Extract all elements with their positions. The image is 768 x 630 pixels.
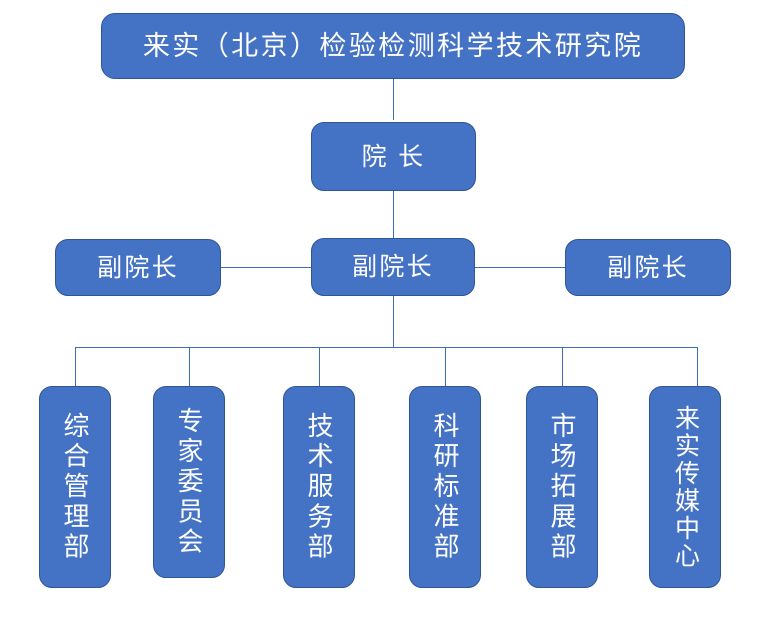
- connector-department-bus: [75, 347, 698, 348]
- connector-bus-to-dept-4: [445, 347, 446, 387]
- node-department-general-management[interactable]: 综合管理部: [39, 386, 111, 588]
- connector-bus-to-dept-6: [697, 347, 698, 387]
- node-department-research-standard[interactable]: 科研标准部: [409, 386, 481, 588]
- connector-vice-to-bus: [393, 296, 394, 347]
- node-vice-president-right[interactable]: 副院长: [565, 239, 731, 296]
- node-root-institute[interactable]: 来实（北京）检验检测科学技术研究院: [101, 13, 685, 79]
- connector-bus-to-dept-5: [562, 347, 563, 387]
- connector-president-to-vice: [393, 190, 394, 238]
- node-vice-president-center[interactable]: 副院长: [311, 238, 475, 296]
- connector-vice-center-to-right: [474, 267, 566, 268]
- connector-vice-center-to-left: [221, 267, 313, 268]
- node-department-technical-service[interactable]: 技术服务部: [283, 386, 355, 588]
- connector-bus-to-dept-3: [319, 347, 320, 387]
- node-department-expert-committee[interactable]: 专家委员会: [153, 386, 225, 578]
- node-department-media-center[interactable]: 来实传媒中心: [649, 386, 721, 588]
- connector-bus-to-dept-1: [75, 347, 76, 387]
- connector-root-to-president: [393, 78, 394, 120]
- node-department-market-development[interactable]: 市场拓展部: [526, 386, 598, 588]
- node-president[interactable]: 院 长: [311, 122, 476, 191]
- node-vice-president-left[interactable]: 副院长: [55, 239, 221, 296]
- connector-bus-to-dept-2: [189, 347, 190, 387]
